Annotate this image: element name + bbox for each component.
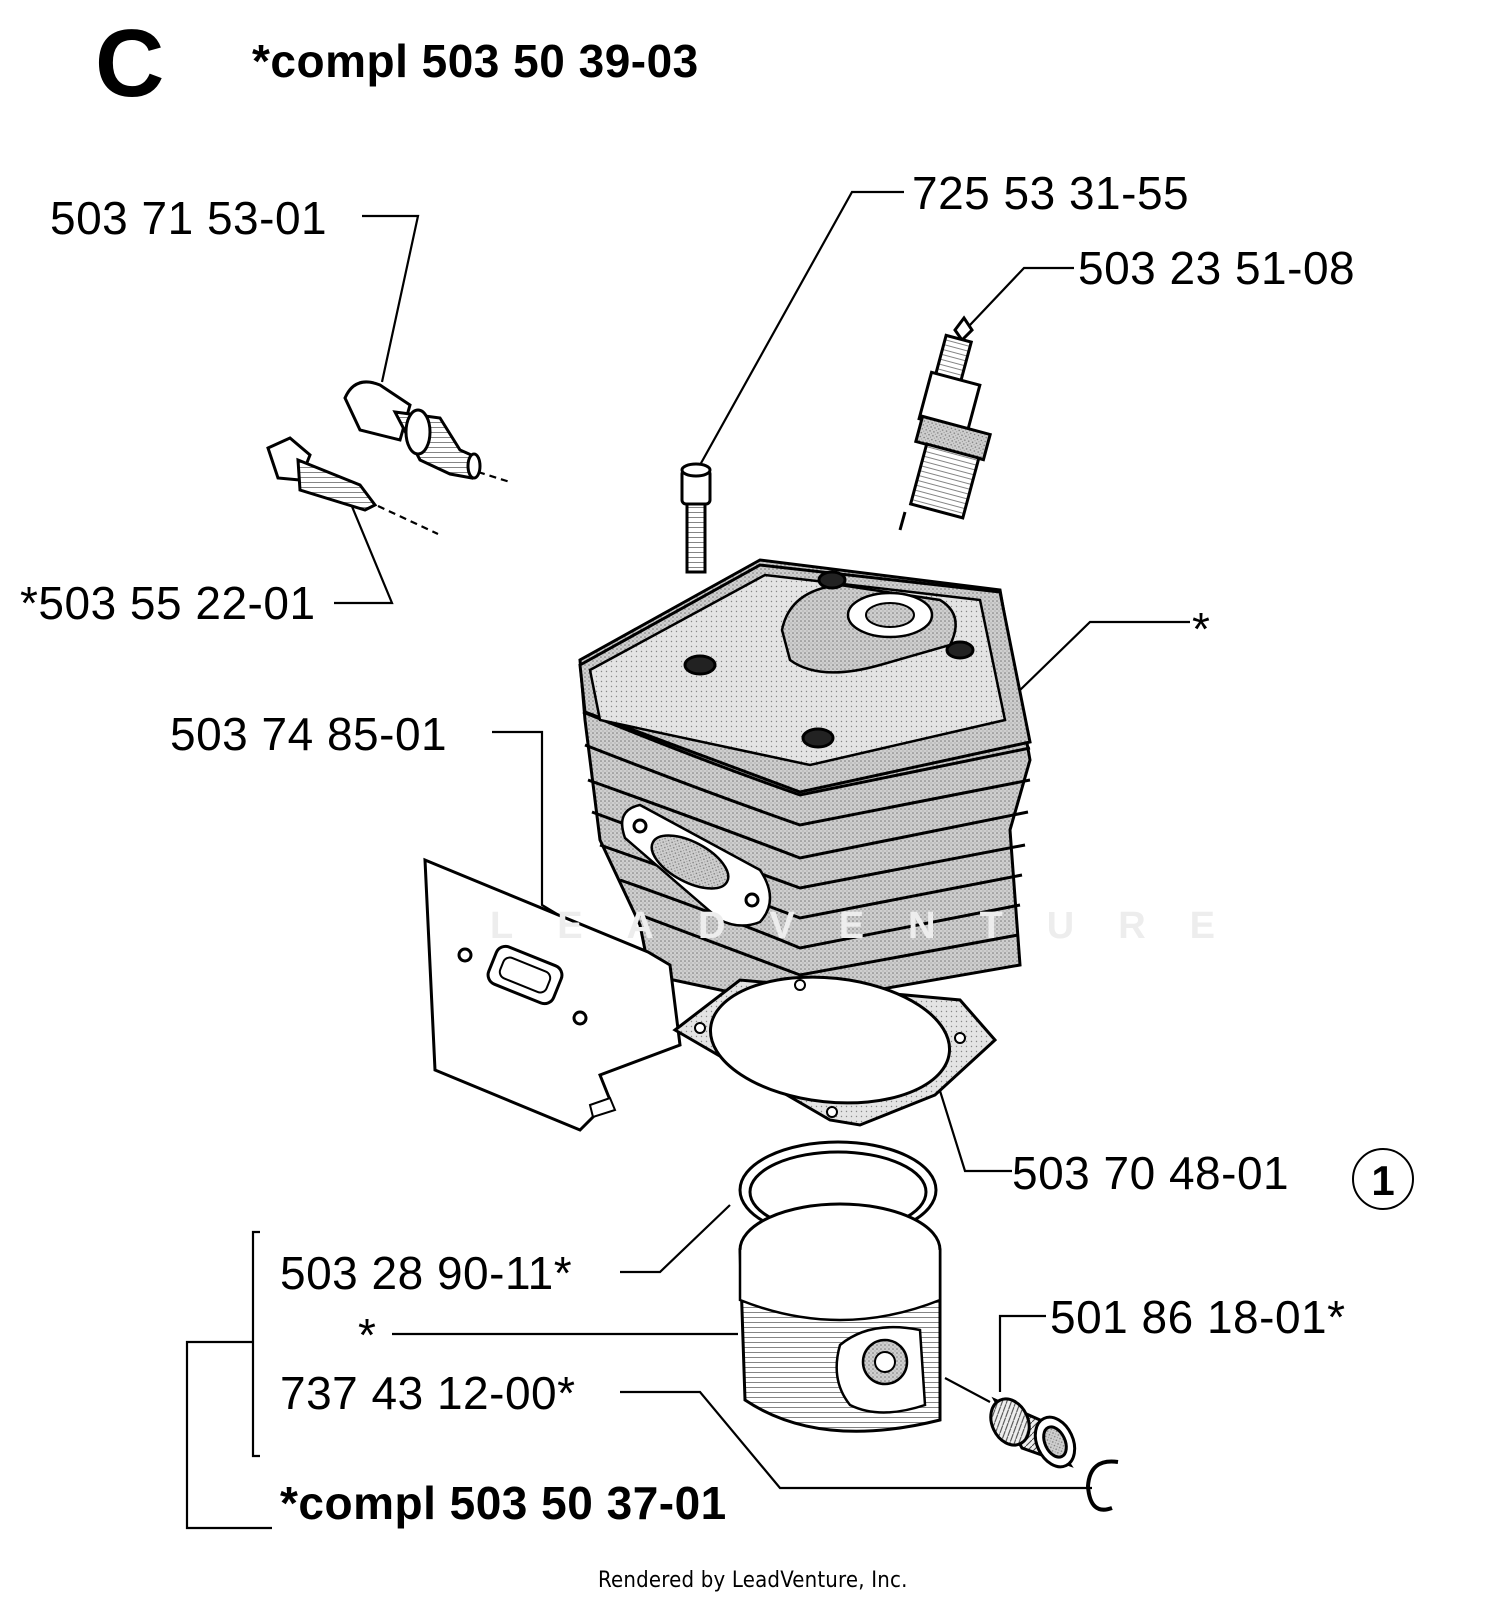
assembly-title-bottom: *compl 503 50 37-01 [280, 1477, 727, 1529]
section-letter: C [95, 10, 165, 117]
cylinder-gasket [672, 975, 998, 1127]
part-label-503-71-53-01: 503 71 53-01 [50, 192, 328, 244]
part-label-501-86-18-01: 501 86 18-01* [1050, 1291, 1346, 1343]
adjuster-screws [266, 380, 482, 512]
assembly-title-top: *compl 503 50 39-03 [252, 35, 699, 87]
cylinder-bolt [680, 462, 712, 574]
part-label-503-74-85-01: 503 74 85-01 [170, 708, 448, 760]
part-label-503-70-48-01: 503 70 48-01 [1012, 1147, 1290, 1199]
leader-lines [185, 190, 1190, 1530]
reference-badge: 1 [1352, 1148, 1414, 1210]
heat-shield [423, 857, 682, 1132]
cylinder [578, 558, 1032, 1007]
spark-plug [898, 315, 993, 531]
needle-bearing [989, 1396, 1077, 1469]
part-label-737-43-12-00: 737 43 12-00* [280, 1367, 576, 1419]
footer-credit: Rendered by LeadVenture, Inc. [598, 1568, 908, 1593]
watermark: LEADVENTURE [490, 905, 1260, 947]
part-label-asterisk-middle: * [358, 1309, 377, 1361]
part-label-503-23-51-08: 503 23 51-08 [1078, 242, 1356, 294]
part-label-725-53-31-55: 725 53 31-55 [912, 167, 1190, 219]
part-label-asterisk-top: * [1192, 603, 1211, 655]
part-label-503-28-90-11: 503 28 90-11* [280, 1247, 573, 1299]
piston [738, 1202, 942, 1433]
part-label-503-55-22-01: *503 55 22-01 [20, 577, 316, 629]
circlip [1085, 1459, 1119, 1512]
